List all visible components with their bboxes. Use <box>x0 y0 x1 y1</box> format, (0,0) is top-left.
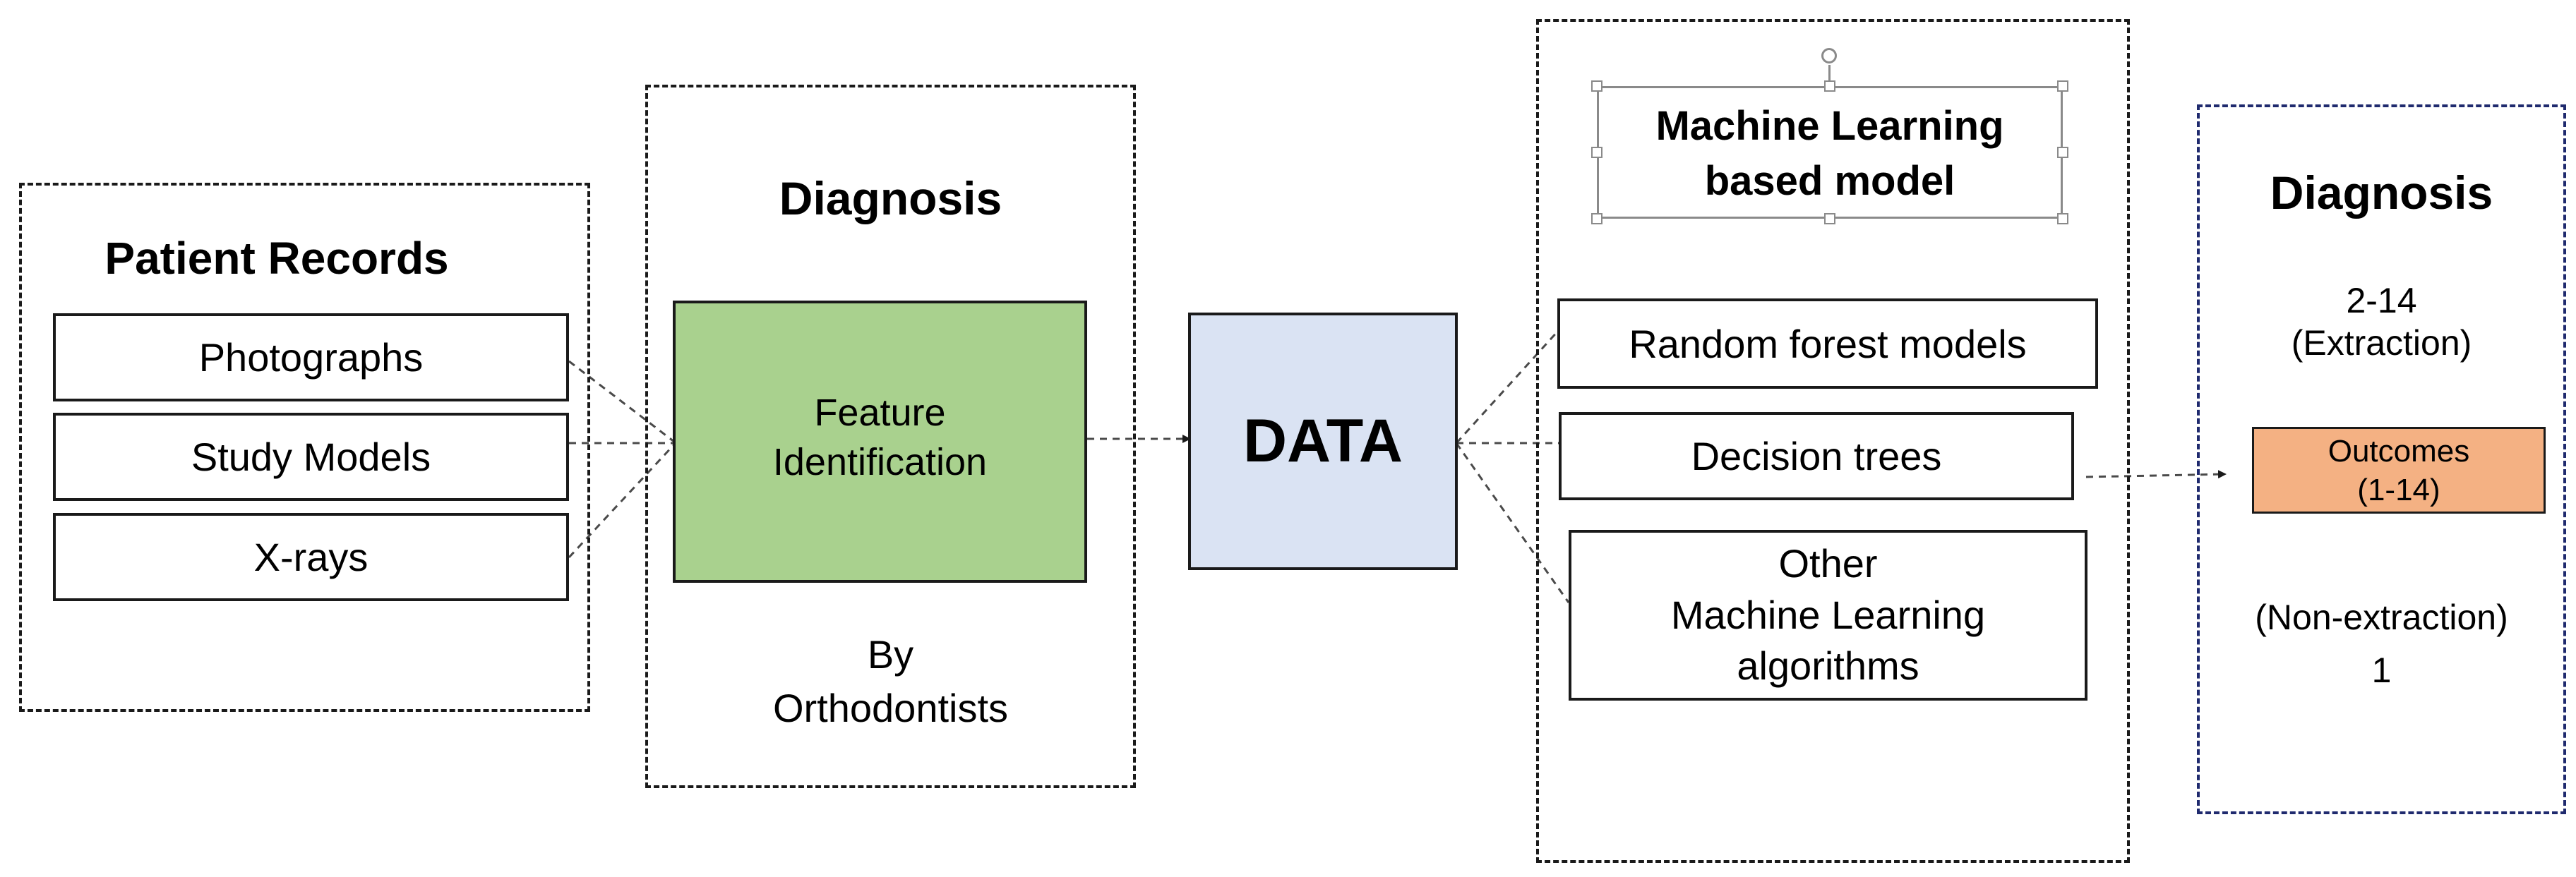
frame-handle <box>1591 213 1602 224</box>
diagnosis-title: Diagnosis <box>779 172 1002 224</box>
non-extraction-label: (Non-extraction) 1 <box>2255 598 2508 690</box>
random-forest-label: Random forest models <box>1629 321 2027 366</box>
connector-xrays <box>568 443 676 559</box>
data-label: DATA <box>1242 407 1403 475</box>
feature-identification-box: Feature Identification <box>673 301 1087 583</box>
xrays-label: X-rays <box>253 535 369 579</box>
rotate-handle-icon <box>1821 48 1837 63</box>
ml-model-panel <box>1536 19 2130 863</box>
ml-title: Machine Learning based model <box>1655 103 2004 205</box>
patient-records-title: Patient Records <box>104 233 449 284</box>
outcomes-label: Outcomes (1-14) <box>2328 433 2470 507</box>
extraction-label: 2-14 (Extraction) <box>2291 281 2472 363</box>
data-box: DATA <box>1188 313 1458 570</box>
other-ml-label: Other Machine Learning algorithms <box>1670 540 1986 689</box>
arrow-ml-to-outcomes <box>2085 470 2227 479</box>
frame-handle <box>1824 213 1835 224</box>
other-ml-box: Other Machine Learning algorithms <box>1569 530 2087 701</box>
diagnosis-panel <box>645 85 1136 788</box>
xrays-box: X-rays <box>53 513 569 601</box>
feature-identification-label: Feature Identification <box>772 391 988 483</box>
frame-handle <box>1824 80 1835 92</box>
outcome-title: Diagnosis <box>2270 167 2493 219</box>
frame-handle <box>2057 80 2068 92</box>
study-models-label: Study Models <box>191 435 431 479</box>
outcomes-box: Outcomes (1-14) <box>2252 427 2546 514</box>
frame-handle <box>1591 80 1602 92</box>
decision-trees-box: Decision trees <box>1559 412 2074 500</box>
study-models-box: Study Models <box>53 413 569 501</box>
decision-trees-label: Decision trees <box>1691 434 1942 478</box>
by-orthodontists-label: By Orthodontists <box>772 632 1009 730</box>
frame-handle <box>2057 147 2068 158</box>
patient-records-panel <box>19 183 590 712</box>
frame-handle <box>2057 213 2068 224</box>
photographs-label: Photographs <box>198 335 424 380</box>
connector-photographs <box>568 360 675 443</box>
outcome-panel <box>2197 104 2566 814</box>
random-forest-box: Random forest models <box>1557 298 2098 389</box>
rotate-stem <box>1828 65 1831 82</box>
frame-handle <box>1591 147 1602 158</box>
photographs-box: Photographs <box>53 313 569 401</box>
